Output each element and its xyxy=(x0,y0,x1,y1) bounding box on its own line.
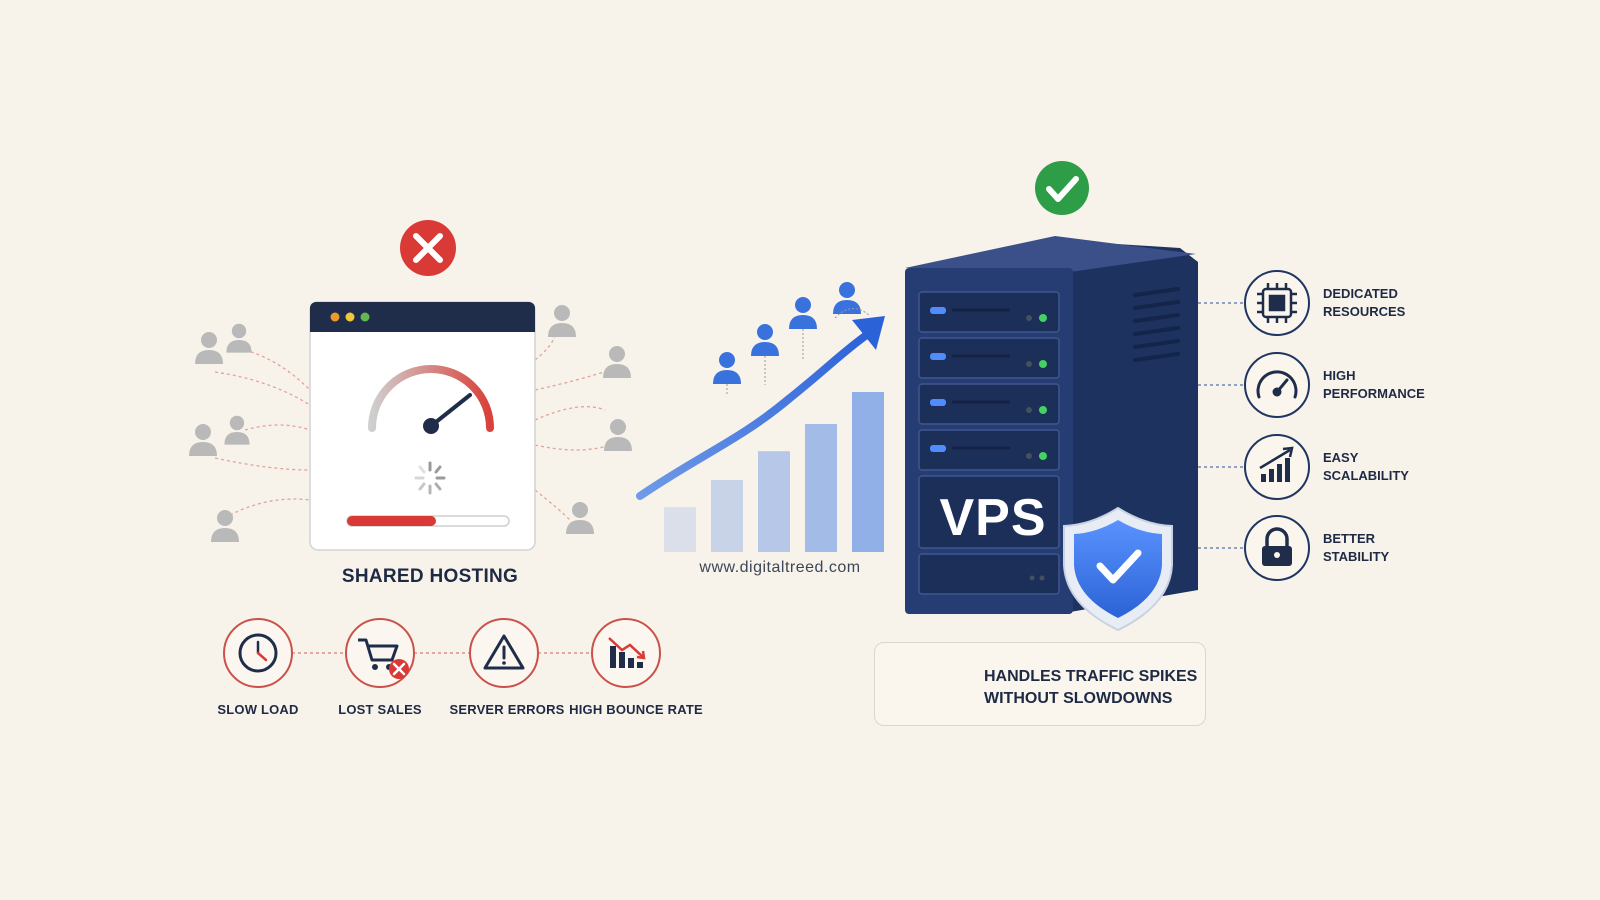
load-progress-fill xyxy=(347,516,436,526)
cart-x-icon xyxy=(358,638,409,679)
vps-server-tower xyxy=(905,236,1198,614)
issue-label-lost-sales: LOST SALES xyxy=(338,702,422,717)
gauge-needle xyxy=(429,393,472,428)
gauge-arc xyxy=(368,365,494,432)
slow-browser-window xyxy=(309,301,536,551)
growth-bar xyxy=(664,507,696,552)
chip-icon xyxy=(1257,283,1297,323)
chart-down-icon xyxy=(608,637,646,668)
pass-check-icon xyxy=(1035,161,1089,215)
traffic-callout-text: HANDLES TRAFFIC SPIKES WITHOUT SLOWDOWNS xyxy=(984,668,1198,707)
growth-bar-chart xyxy=(664,392,884,552)
growth-bar xyxy=(852,392,884,552)
traffic-callout-box xyxy=(874,642,1206,726)
clock-icon xyxy=(238,633,278,673)
feature-dedicated-resources: DEDICATED RESOURCES xyxy=(1323,286,1406,319)
issue-label-slow-load: SLOW LOAD xyxy=(217,702,299,717)
issue-label-server-errors: SERVER ERRORS xyxy=(449,702,565,717)
lock-icon xyxy=(1262,527,1292,566)
issue-label-high-bounce-rate: HIGH BOUNCE RATE xyxy=(569,702,703,717)
user-connectors-right xyxy=(534,324,611,521)
feature-connectors xyxy=(1198,302,1244,549)
waiting-users-right xyxy=(548,305,632,534)
speedometer-icon xyxy=(1256,370,1298,399)
growth-bar xyxy=(711,480,743,552)
website-url: www.digitaltreed.com xyxy=(699,559,861,576)
growth-bar xyxy=(805,424,837,552)
growth-arrow xyxy=(636,316,885,500)
growing-users xyxy=(713,282,861,384)
user-growth-connectors xyxy=(726,308,871,395)
growth-bar xyxy=(758,451,790,552)
feature-easy-scalability: EASY SCALABILITY xyxy=(1323,450,1409,483)
shared-hosting-title: SHARED HOSTING xyxy=(341,566,519,587)
fail-x-icon xyxy=(400,220,456,276)
user-connectors-left xyxy=(214,349,311,516)
security-shield-icon xyxy=(1063,506,1173,632)
feature-better-stability: BETTER STABILITY xyxy=(1323,531,1390,564)
warning-icon xyxy=(483,634,525,670)
vps-label: VPS xyxy=(939,489,1047,547)
loading-spinner-icon xyxy=(414,461,446,495)
feature-high-performance: HIGH PERFORMANCE xyxy=(1323,368,1425,401)
issue-circles xyxy=(223,618,661,688)
growth-chart-icon xyxy=(1259,446,1294,482)
